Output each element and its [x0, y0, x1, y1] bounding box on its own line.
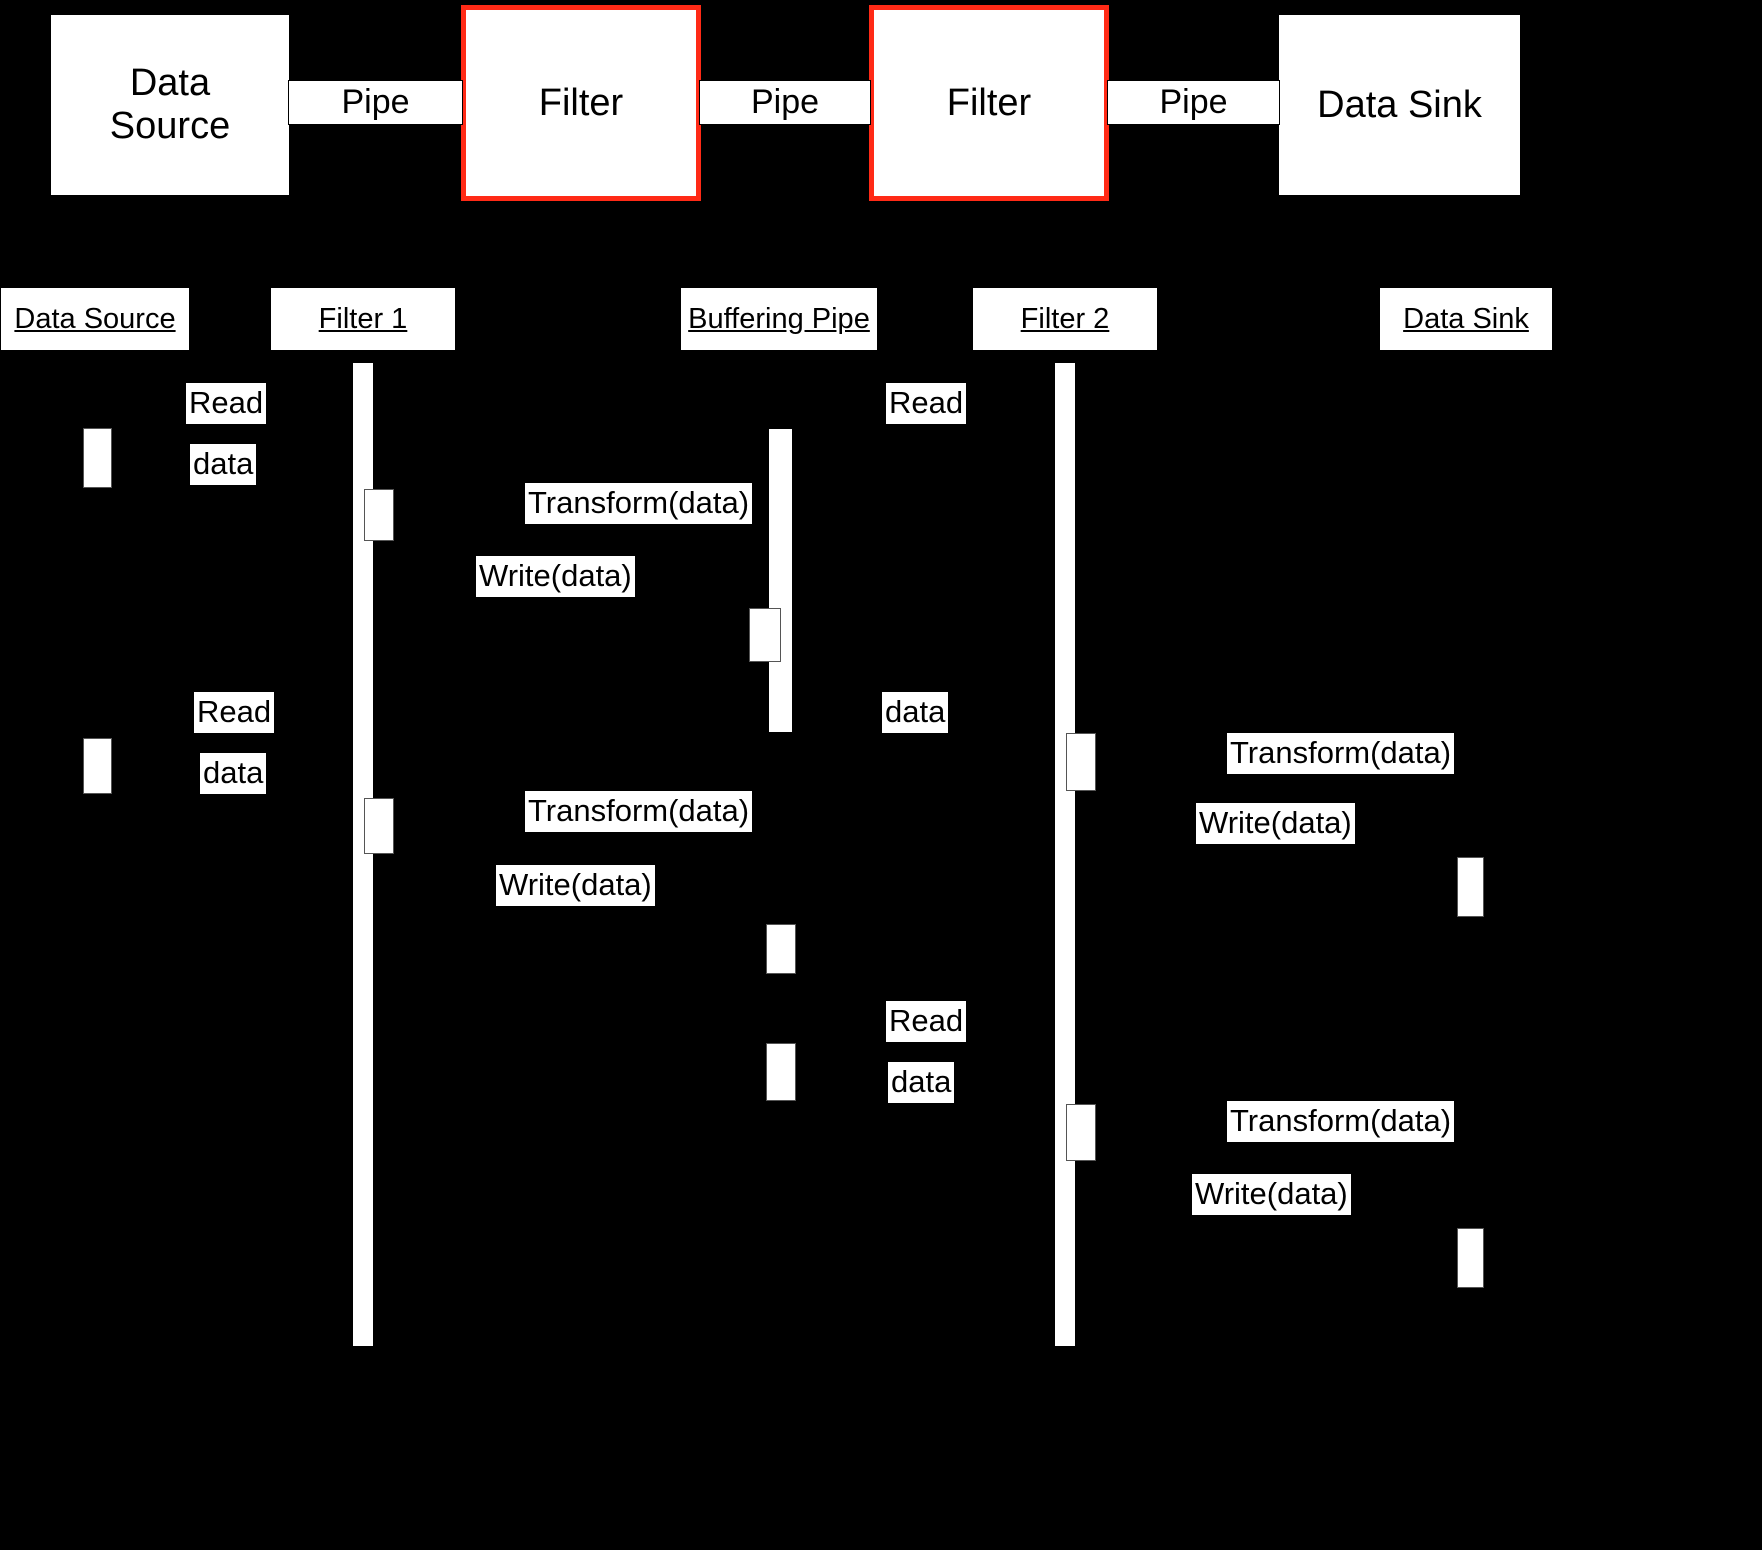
message-label-transform-data: Transform(data): [525, 791, 752, 832]
block-pipe-label: Pipe: [751, 83, 819, 122]
message-label-write-data: Write(data): [1192, 1174, 1351, 1215]
lifeline-head-buffering-pipe: Buffering Pipe: [680, 287, 878, 351]
message-label-transform-data: Transform(data): [1227, 1101, 1454, 1142]
activation-box-data-sink-9: [1457, 857, 1484, 917]
message-label-data: data: [190, 444, 256, 485]
lifeline-head-filter-1: Filter 1: [270, 287, 456, 351]
lifeline-head-label: Filter 1: [319, 303, 408, 336]
block-node-label-line: Data: [130, 62, 210, 105]
activation-box-buffering-pipe-5: [766, 924, 796, 974]
block-node-filter-1: Filter: [461, 5, 701, 201]
activation-box-buffering-pipe-4: [749, 608, 781, 662]
message-label-write-data: Write(data): [496, 865, 655, 906]
block-pipe-1: Pipe: [699, 80, 871, 125]
message-label-data: data: [882, 692, 948, 733]
message-label-read: Read: [886, 1001, 966, 1042]
block-pipe-label: Pipe: [341, 83, 409, 122]
lifeline-bar-filter-2: [1054, 362, 1076, 1347]
message-label-transform-data: Transform(data): [1227, 733, 1454, 774]
activation-box-buffering-pipe-6: [766, 1043, 796, 1101]
activation-box-filter-2-7: [1066, 733, 1096, 791]
lifeline-head-label: Filter 2: [1021, 303, 1110, 336]
block-node-label-line: Filter: [947, 82, 1031, 125]
message-label-read: Read: [886, 383, 966, 424]
activation-box-filter-1-2: [364, 489, 394, 541]
message-label-write-data: Write(data): [1196, 803, 1355, 844]
block-node-label-line: Data Sink: [1317, 84, 1482, 127]
activation-box-filter-2-8: [1066, 1104, 1096, 1161]
lifeline-head-data-sink: Data Sink: [1379, 287, 1553, 351]
message-label-data: data: [200, 753, 266, 794]
block-pipe-2: Pipe: [1107, 80, 1280, 125]
block-pipe-0: Pipe: [288, 80, 463, 125]
message-label-read: Read: [194, 692, 274, 733]
activation-box-data-source-1: [83, 738, 112, 794]
message-label-transform-data: Transform(data): [525, 483, 752, 524]
activation-box-filter-1-3: [364, 798, 394, 854]
activation-box-data-sink-10: [1457, 1228, 1484, 1288]
message-label-read: Read: [186, 383, 266, 424]
lifeline-head-label: Data Sink: [1403, 303, 1529, 336]
lifeline-head-data-source: Data Source: [0, 287, 190, 351]
block-pipe-label: Pipe: [1159, 83, 1227, 122]
block-node-data-sink-3: Data Sink: [1278, 14, 1521, 196]
message-label-write-data: Write(data): [476, 556, 635, 597]
activation-box-data-source-0: [83, 428, 112, 488]
block-node-data-source-0: DataSource: [50, 14, 290, 196]
block-node-filter-2: Filter: [869, 5, 1109, 201]
block-node-label-line: Filter: [539, 82, 623, 125]
lifeline-head-label: Buffering Pipe: [688, 303, 870, 336]
lifeline-bar-buffering-pipe: [768, 428, 793, 733]
lifeline-head-label: Data Source: [14, 303, 175, 336]
lifeline-head-filter-2: Filter 2: [972, 287, 1158, 351]
block-node-label-line: Source: [110, 105, 230, 148]
message-label-data: data: [888, 1062, 954, 1103]
